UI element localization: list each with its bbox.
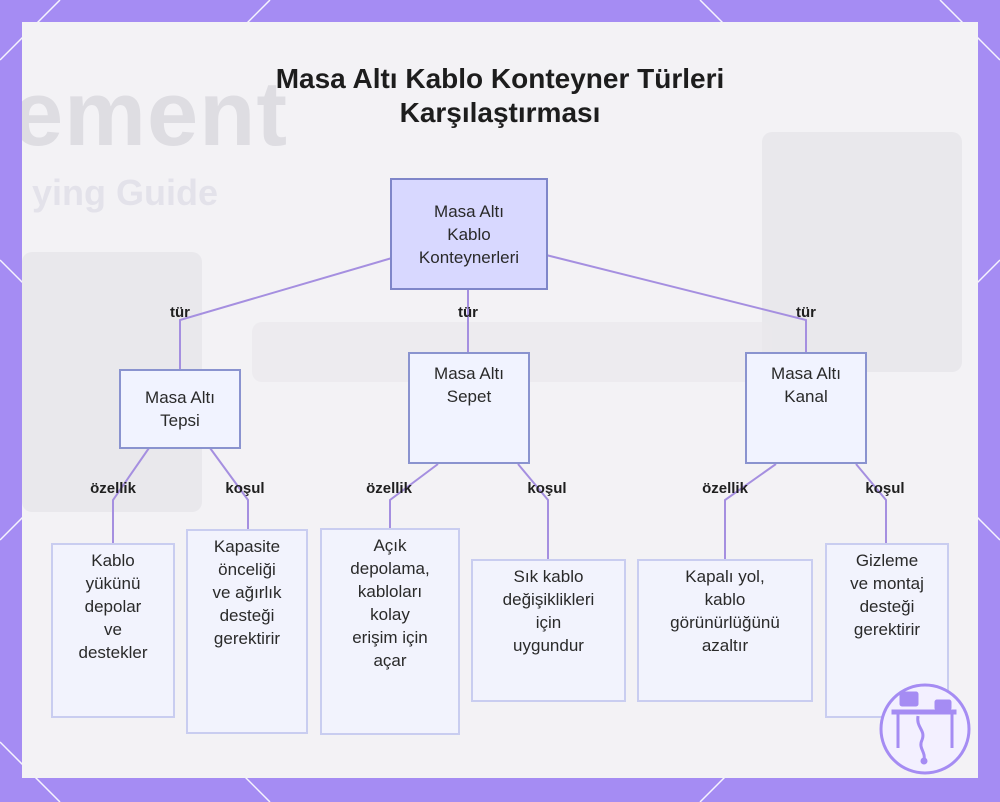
- diagram-title: Masa Altı Kablo Konteyner Türleri Karşıl…: [0, 62, 1000, 130]
- node-line: destekler: [78, 643, 148, 662]
- title-line-1: Masa Altı Kablo Konteyner Türleri: [275, 63, 725, 94]
- node-line: Konteynerleri: [418, 247, 520, 267]
- node-basket-feature: Açık depolama, kabloları kolay erişim iç…: [320, 528, 460, 735]
- edge-tray-condition: [209, 447, 249, 529]
- edge-label-root-channel: tür: [796, 304, 816, 321]
- node-under-desk-basket: Masa Altı Sepet: [408, 352, 530, 464]
- edge-basket-condition: [517, 463, 549, 559]
- edge-label-root-tray: tür: [170, 304, 190, 321]
- node-line: ve: [104, 620, 122, 639]
- node-line: değişiklikleri: [502, 590, 595, 609]
- title-line-2: Karşılaştırması: [399, 97, 601, 128]
- edge-basket-feature: [389, 463, 439, 528]
- node-line: Gizleme: [855, 551, 919, 570]
- node-line: gerektirir: [853, 620, 921, 639]
- background-blur-shape: [762, 132, 962, 372]
- node-line: Kablo: [91, 551, 135, 570]
- node-under-desk-channel: Masa Altı Kanal: [745, 352, 867, 464]
- node-line: erişim için: [352, 628, 428, 647]
- edge-label-channel-feature: özellik: [702, 480, 748, 497]
- node-channel-feature: Kapalı yol, kablo görünürlüğünü azaltır: [637, 559, 813, 702]
- node-line: Kapasite: [213, 537, 281, 556]
- node-line: Masa Altı: [434, 201, 504, 221]
- node-line: uygundur: [513, 636, 584, 655]
- node-line: Masa Altı: [145, 388, 215, 407]
- edge-label-channel-condition: koşul: [865, 480, 905, 497]
- edge-label-basket-feature: özellik: [366, 480, 412, 497]
- edge-root-channel: [545, 254, 807, 352]
- edge-label-basket-condition: koşul: [527, 480, 567, 497]
- node-line: Kapalı yol,: [685, 567, 765, 586]
- node-line: Tepsi: [160, 411, 200, 430]
- node-line: depolar: [84, 597, 142, 616]
- background-watermark-subtitle: ying Guide: [32, 172, 219, 213]
- node-line: Sepet: [446, 387, 492, 406]
- node-line: Açık: [373, 536, 407, 555]
- node-line: görünürlüğünü: [670, 613, 780, 632]
- node-line: depolama,: [350, 559, 430, 578]
- node-line: Masa Altı: [434, 364, 504, 383]
- node-line: açar: [373, 651, 407, 670]
- node-line: önceliği: [218, 560, 276, 579]
- edge-label-tray-feature: özellik: [90, 480, 136, 497]
- node-basket-condition: Sık kablo değişiklikleri için uygundur: [471, 559, 626, 702]
- node-line: Kanal: [784, 387, 828, 406]
- node-line: ve ağırlık: [212, 583, 282, 602]
- node-line: için: [535, 613, 562, 632]
- node-line: kablo: [704, 590, 746, 609]
- node-line: desteği: [219, 606, 275, 625]
- node-line: kolay: [370, 605, 410, 624]
- edge-channel-feature: [724, 463, 777, 559]
- node-line: gerektirir: [213, 629, 281, 648]
- node-line: ve montaj: [850, 574, 924, 593]
- node-line: Masa Altı: [771, 364, 841, 383]
- edge-root-tray: [179, 257, 393, 370]
- edge-label-tray-condition: koşul: [225, 480, 265, 497]
- node-line: Sık kablo: [513, 567, 584, 586]
- edge-channel-condition: [855, 463, 887, 543]
- node-tray-condition: Kapasite önceliği ve ağırlık desteği ger…: [186, 529, 308, 734]
- edge-label-root-basket: tür: [458, 304, 478, 321]
- node-line: azaltır: [701, 636, 749, 655]
- node-under-desk-tray: Masa Altı Tepsi: [119, 369, 241, 449]
- edge-tray-feature: [112, 447, 150, 543]
- node-line: yükünü: [85, 574, 141, 593]
- node-tray-feature: Kablo yükünü depolar ve destekler: [51, 543, 175, 718]
- node-line: desteği: [859, 597, 915, 616]
- node-line: Kablo: [447, 224, 491, 244]
- background-watermark-word: ement: [22, 63, 288, 165]
- node-line: kabloları: [357, 582, 423, 601]
- node-root-cable-containers: Masa Altı Kablo Konteynerleri: [390, 178, 548, 290]
- desk-cable-logo-icon: [879, 683, 971, 775]
